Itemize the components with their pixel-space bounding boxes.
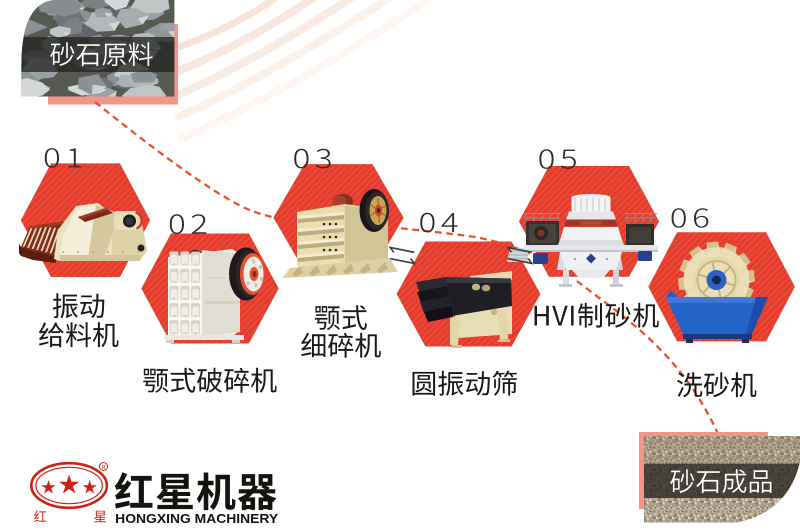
svg-text:HONGXING MACHINERY: HONGXING MACHINERY: [115, 511, 278, 526]
svg-text:R: R: [102, 465, 106, 471]
